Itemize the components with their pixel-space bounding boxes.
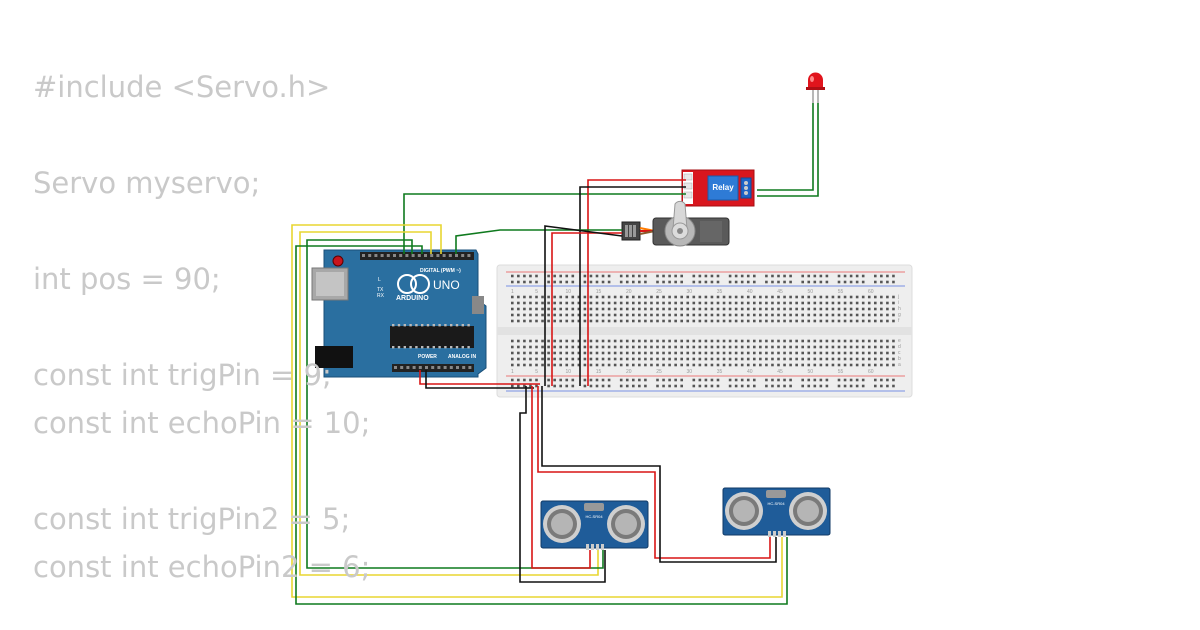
red-led[interactable] [806,72,825,104]
breadboard-column-number: 35 [717,369,723,375]
analog-label: ANALOG IN [448,354,476,360]
wire-led-anode[interactable] [757,103,814,191]
wire-servo-signal[interactable] [455,229,622,254]
breadboard-column-number: 1 [511,369,514,375]
ultrasonic-sensor-1[interactable]: HC-SR04 [540,500,649,550]
wire-arduino-gnd[interactable] [425,370,534,389]
breadboard-column-number: 10 [565,289,571,295]
breadboard-column-number: 30 [686,369,692,375]
breadboard-row-letter: h [898,306,901,312]
breadboard-row-letter: j [897,294,899,300]
rx-label: RX [377,293,385,299]
breadboard-row-letter: e [898,338,901,344]
breadboard-column-number: 45 [777,369,783,375]
wires [291,103,819,605]
arduino-power-analog-header[interactable] [394,366,472,369]
breadboard-column-number: 20 [626,369,632,375]
ultrasonic-sensor-2[interactable]: HC-SR04 [722,487,831,537]
breadboard-column-number: 15 [596,289,602,295]
breadboard-column-number: 55 [838,289,844,295]
arduino-brand: ARDUINO [396,295,429,302]
wire-echo-2[interactable] [306,239,604,569]
breadboard-column-number: 5 [535,289,538,295]
breadboard-column-number: 20 [626,289,632,295]
breadboard-column-number: 10 [565,369,571,375]
breadboard-column-number: 50 [807,289,813,295]
breadboard-column-number: 25 [656,289,662,295]
breadboard-row-letter: g [898,312,901,318]
arduino-uno-board[interactable]: ARDUINO UNO DIGITAL (PWM ~) ANALOG IN PO… [311,249,487,378]
wire-echo-1[interactable] [299,231,599,576]
breadboard-column-number: 35 [717,289,723,295]
breadboard-column-number: 1 [511,289,514,295]
power-label: POWER [418,354,437,360]
breadboard-column-number: 15 [596,369,602,375]
wire-sensor2-gnd[interactable] [541,386,777,563]
servo-motor[interactable] [621,200,730,247]
arduino-digital-header[interactable] [362,254,471,257]
code-line: const int echoPin2 = 6; [33,550,371,584]
wire-relay-signal[interactable] [403,193,686,254]
tx-label: TX [377,287,384,293]
wire-trig-2[interactable] [295,245,788,605]
breadboard-column-number: 40 [747,289,753,295]
code-line: #include <Servo.h> [33,70,331,104]
wire-servo-gnd[interactable] [544,225,623,386]
digital-label: DIGITAL (PWM ~) [420,268,461,274]
breadboard-column-number: 5 [535,369,538,375]
breadboard-row-letter: i [898,300,899,306]
breadboard-row-letter: c [898,350,901,356]
wire-relay-vcc[interactable] [587,179,686,386]
code-line: Servo myservo; [33,166,261,200]
wire-sensor1-vcc[interactable] [531,386,591,569]
wire-sensor1-gnd[interactable] [519,386,606,583]
breadboard-row-letter: d [898,344,901,350]
code-line: const int trigPin2 = 5; [33,502,351,536]
breadboard-column-number: 55 [838,369,844,375]
breadboard-row-letter: f [898,318,900,324]
l-label: L [378,277,381,283]
breadboard-column-numbers: 1155101015152020252530303535404045455050… [511,289,901,375]
breadboard-row-letter: b [898,356,901,362]
wire-sensor2-vcc[interactable] [537,386,771,559]
breadboard-column-number: 40 [747,369,753,375]
breadboard[interactable]: 1155101015152020252530303535404045455050… [496,264,913,398]
breadboard-column-number: 50 [807,369,813,375]
wire-led-cathode[interactable] [757,103,819,197]
breadboard-column-number: 30 [686,289,692,295]
breadboard-column-number: 45 [777,289,783,295]
breadboard-column-number: 60 [868,369,874,375]
relay-label: Relay [712,183,734,192]
sensor-2-label: HC-SR04 [767,501,785,506]
arduino-model: UNO [433,278,460,292]
breadboard-holes [511,274,895,388]
wire-trig-1[interactable] [291,224,783,598]
code-line: const int trigPin = 9; [33,358,332,392]
code-line: int pos = 90; [33,262,221,296]
breadboard-column-number: 60 [868,289,874,295]
breadboard-row-letter: a [898,362,901,368]
relay-module[interactable]: Relay [681,169,755,207]
wire-relay-gnd[interactable] [579,186,686,386]
breadboard-column-number: 25 [656,369,662,375]
sensor-1-label: HC-SR04 [585,514,603,519]
code-line: const int echoPin = 10; [33,406,371,440]
wire-arduino-5v[interactable] [419,370,540,385]
